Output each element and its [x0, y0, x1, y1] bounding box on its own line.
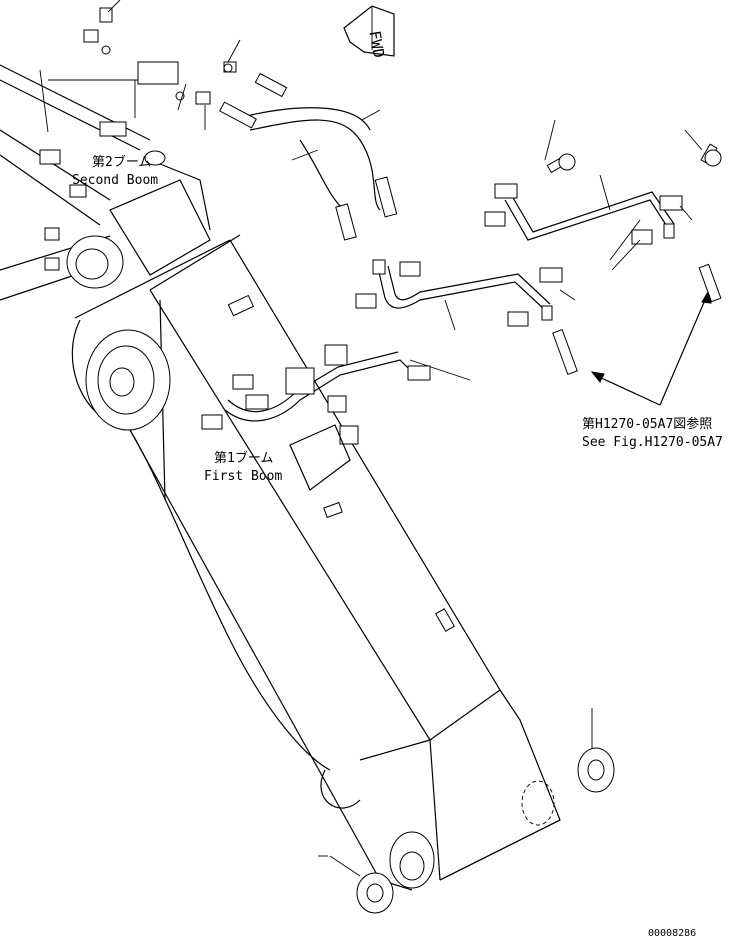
elbow-fitting: [83, 29, 99, 43]
reference-label: 第H1270-05A7図参照 See Fig.H1270-05A7: [582, 416, 723, 450]
clamp: [355, 293, 377, 309]
first-boom-label-en: First Boom: [204, 469, 282, 484]
reference-arrows: [590, 290, 712, 406]
washer-right: [577, 708, 615, 793]
pipe-fitting: [541, 305, 553, 321]
fitting: [335, 203, 357, 241]
tee-fitting: [195, 91, 211, 105]
bracket-block: [44, 257, 60, 271]
drawing-number: 00008286: [648, 928, 696, 939]
washer-left: [318, 855, 394, 914]
connector-box: [201, 414, 223, 430]
bracket-block: [69, 184, 87, 198]
bolt: [254, 72, 288, 98]
clamp: [539, 267, 563, 283]
fitting: [374, 176, 398, 218]
second-boom-label: 第2ブーム Second Boom: [72, 154, 158, 188]
first-boom: [71, 234, 561, 891]
bracket-block: [39, 149, 61, 165]
pipe-fitting: [663, 223, 675, 239]
second-boom-label-en: Second Boom: [72, 173, 158, 188]
connector-box: [324, 344, 348, 366]
mounting-plate: [289, 424, 351, 491]
bracket-block: [44, 227, 60, 241]
clamp: [484, 211, 506, 227]
fwd-arrow: FWD: [343, 5, 395, 59]
junction-block: [137, 61, 179, 85]
bracket-block: [99, 121, 127, 137]
clamp: [631, 229, 653, 245]
bolt: [698, 263, 722, 303]
electrical-assembly: [201, 344, 431, 491]
washer-small: [558, 153, 576, 171]
connector-box: [232, 374, 254, 390]
connector-box: [245, 394, 269, 410]
second-boom: [0, 64, 211, 301]
first-boom-label-jp: 第1ブーム: [214, 450, 273, 466]
bolt: [219, 101, 257, 129]
o-ring: [101, 45, 111, 55]
pipe-middle: [372, 259, 553, 331]
connector-box: [327, 395, 347, 413]
pipe-fitting: [372, 259, 386, 275]
hose-upper: [237, 107, 398, 241]
connector-box: [407, 365, 431, 381]
fwd-label: FWD: [366, 29, 388, 59]
second-boom-label-jp: 第2ブーム: [92, 154, 151, 170]
reference-label-jp: 第H1270-05A7図参照: [582, 416, 712, 432]
first-boom-label: 第1ブーム First Boom: [204, 450, 282, 484]
bolt: [552, 328, 578, 376]
clamp: [399, 261, 421, 277]
washer-small: [704, 149, 722, 167]
clamp: [659, 195, 683, 211]
o-ring: [223, 63, 233, 73]
clamp: [494, 183, 518, 199]
reference-label-en: See Fig.H1270-05A7: [582, 435, 723, 450]
clamps: [83, 0, 722, 376]
connector-box: [339, 425, 359, 445]
connector-box: [285, 367, 315, 395]
clamp: [507, 311, 529, 327]
